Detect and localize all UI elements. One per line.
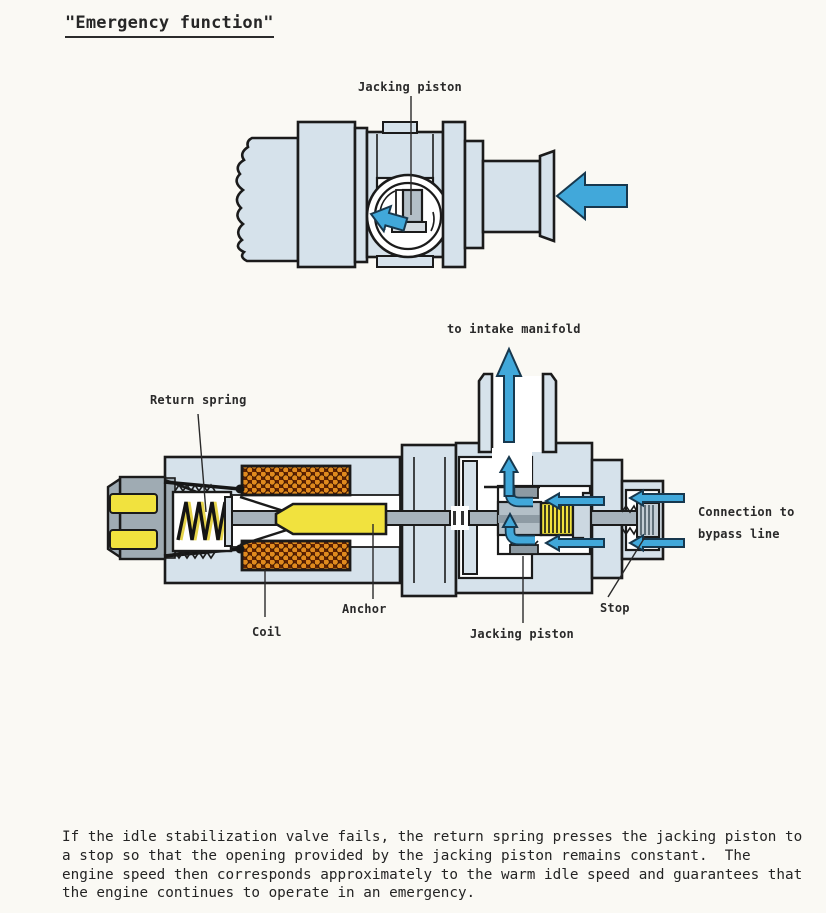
label-connection-line1: Connection to xyxy=(698,505,795,519)
page-title: "Emergency function" xyxy=(65,13,274,38)
diagram-valve-overview: Jacking piston xyxy=(235,80,628,269)
label-jacking-piston-bottom: Jacking piston xyxy=(470,627,574,641)
coil-winding-top xyxy=(240,464,352,497)
intake-pipe-left-wall xyxy=(477,372,494,454)
flow-arrow-inner-bottom xyxy=(543,533,605,553)
inlet-pipe xyxy=(481,159,542,234)
flow-arrow-inner-top xyxy=(543,491,605,511)
coil-winding-bottom xyxy=(240,539,352,572)
top-boss xyxy=(382,121,418,134)
label-coil: Coil xyxy=(252,625,282,639)
flow-arrow-chamber-up xyxy=(498,454,520,497)
body-paragraph: If the idle stabilization valve fails, t… xyxy=(62,828,802,903)
label-jacking-piston-top: Jacking piston xyxy=(358,80,462,94)
label-connection-line2: bypass line xyxy=(698,527,780,541)
right-flange xyxy=(441,120,467,269)
right-sleeve xyxy=(463,139,485,250)
valve-main-block xyxy=(296,120,357,269)
anchor-armature xyxy=(274,502,388,536)
broken-pipe xyxy=(235,136,300,263)
paragraph-line-3: engine speed then corresponds approximat… xyxy=(62,866,803,883)
flow-arrow-up-small xyxy=(501,511,519,528)
label-stop: Stop xyxy=(600,601,630,615)
diagram-valve-cross-section: to intake manifold Return spring Coil An… xyxy=(106,322,795,641)
valve-seat-bottom xyxy=(509,544,539,555)
return-spring-coil xyxy=(176,501,227,541)
connector-pin-top xyxy=(109,493,158,514)
paragraph-line-4: the engine continues to operate in an em… xyxy=(62,885,476,902)
paragraph-line-2: a stop so that the opening provided by t… xyxy=(62,847,751,864)
intake-pipe-right-wall xyxy=(541,372,558,454)
inlet-cap xyxy=(538,149,556,243)
valve-step-block xyxy=(353,126,369,264)
flow-arrow-to-manifold xyxy=(495,346,523,443)
inlet-flow-arrow xyxy=(555,170,628,222)
label-return-spring: Return spring xyxy=(150,393,247,407)
label-to-intake-manifold: to intake manifold xyxy=(447,322,581,336)
flow-arrow-in-bore xyxy=(369,204,409,234)
paragraph-line-1: If the idle stabilization valve fails, t… xyxy=(62,829,803,845)
flow-arrow-bypass-top xyxy=(627,488,685,508)
label-anchor: Anchor xyxy=(342,602,387,616)
connector-pin-bottom xyxy=(109,529,158,550)
